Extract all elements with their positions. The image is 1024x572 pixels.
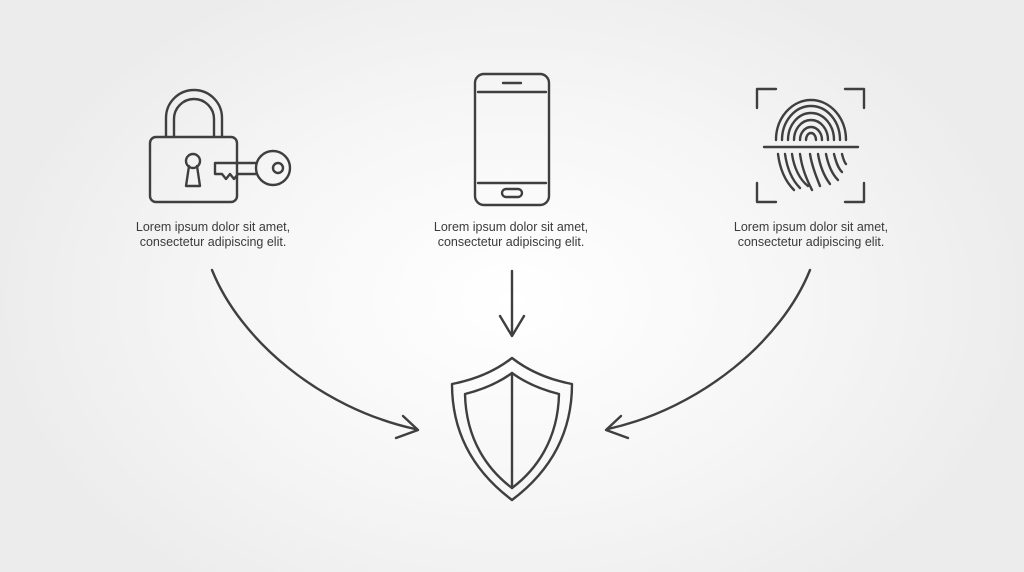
caption-line: consectetur adipiscing elit. <box>437 235 585 249</box>
caption-line: consectetur adipiscing elit. <box>737 235 885 249</box>
padlock-key-icon <box>148 88 292 204</box>
fingerprint-scan-icon <box>755 87 866 204</box>
caption-fingerprint: Lorem ipsum dolor sit amet, consectetur … <box>691 220 931 250</box>
caption-line: Lorem ipsum dolor sit amet, <box>433 220 589 234</box>
caption-line: Lorem ipsum dolor sit amet, <box>733 220 889 234</box>
caption-line: Lorem ipsum dolor sit amet, <box>135 220 291 234</box>
arrow-left-to-shield <box>210 268 420 440</box>
caption-line: consectetur adipiscing elit. <box>139 235 287 249</box>
smartphone-icon <box>473 72 551 207</box>
shield-icon <box>450 356 574 502</box>
caption-padlock-key: Lorem ipsum dolor sit amet, consectetur … <box>93 220 333 250</box>
arrow-middle-to-shield <box>498 269 526 338</box>
arrow-right-to-shield <box>604 268 812 440</box>
caption-smartphone: Lorem ipsum dolor sit amet, consectetur … <box>391 220 631 250</box>
